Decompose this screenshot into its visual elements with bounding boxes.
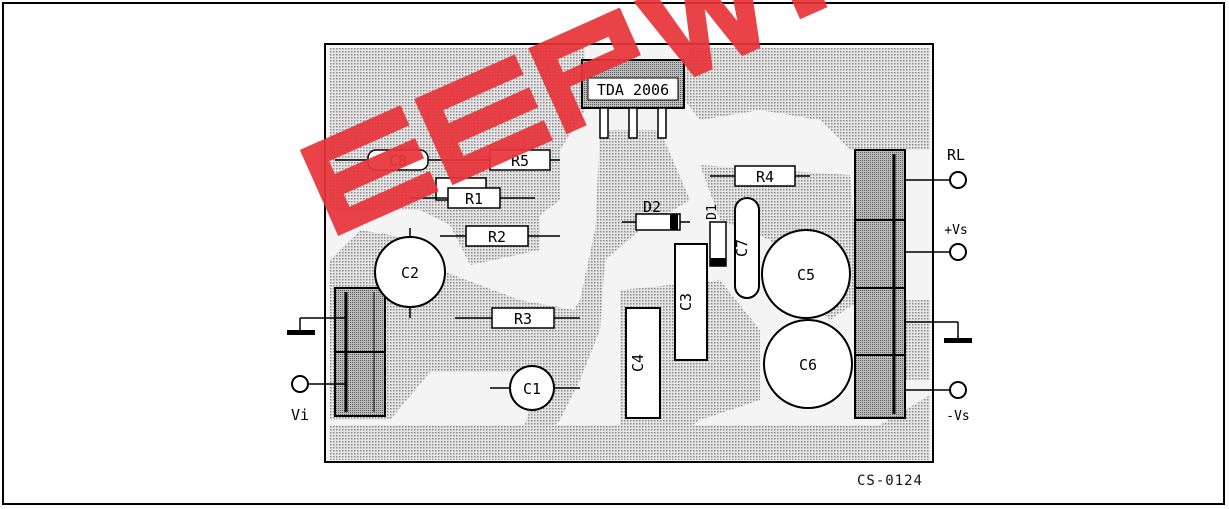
eepw-watermark-logo	[300, 0, 828, 236]
terminal-rl	[905, 171, 967, 189]
ic-label: TDA 2006	[597, 81, 669, 99]
terminal-plus-vs	[905, 243, 967, 261]
capacitor-c7	[734, 197, 760, 299]
terminal-block-right	[854, 149, 906, 419]
label-rl: RL	[947, 146, 965, 164]
label-r4: R4	[756, 168, 774, 186]
label-plus-vs: +Vs	[944, 223, 967, 238]
label-r2: R2	[488, 228, 506, 246]
label-c6: C6	[799, 356, 817, 374]
diode-d2	[622, 213, 690, 231]
label-r3: R3	[514, 310, 532, 328]
label-minus-vs: -Vs	[946, 409, 969, 424]
diagram-code: CS-0124	[857, 473, 923, 489]
terminal-ground-left	[287, 317, 345, 335]
label-d2: D2	[643, 198, 661, 216]
capacitor-c1	[490, 365, 580, 411]
capacitor-c6	[763, 319, 853, 409]
terminal-ground-right	[905, 321, 972, 343]
label-c2: C2	[401, 264, 419, 282]
capacitor-c3	[674, 243, 708, 361]
diode-d1	[709, 221, 727, 267]
label-c3: C3	[677, 293, 695, 311]
label-c4: C4	[629, 354, 647, 372]
label-vi: Vi	[291, 406, 309, 424]
label-c5: C5	[797, 266, 815, 284]
label-c1: C1	[523, 380, 541, 398]
capacitor-c5	[761, 229, 851, 319]
terminal-minus-vs	[905, 381, 967, 399]
capacitor-c4	[625, 307, 661, 419]
label-r1: R1	[465, 190, 483, 208]
capacitor-c2	[374, 228, 446, 318]
terminal-block-left	[334, 287, 386, 417]
label-d1: D1	[705, 204, 720, 220]
label-c7: C7	[733, 239, 751, 257]
terminal-vi	[291, 375, 345, 393]
